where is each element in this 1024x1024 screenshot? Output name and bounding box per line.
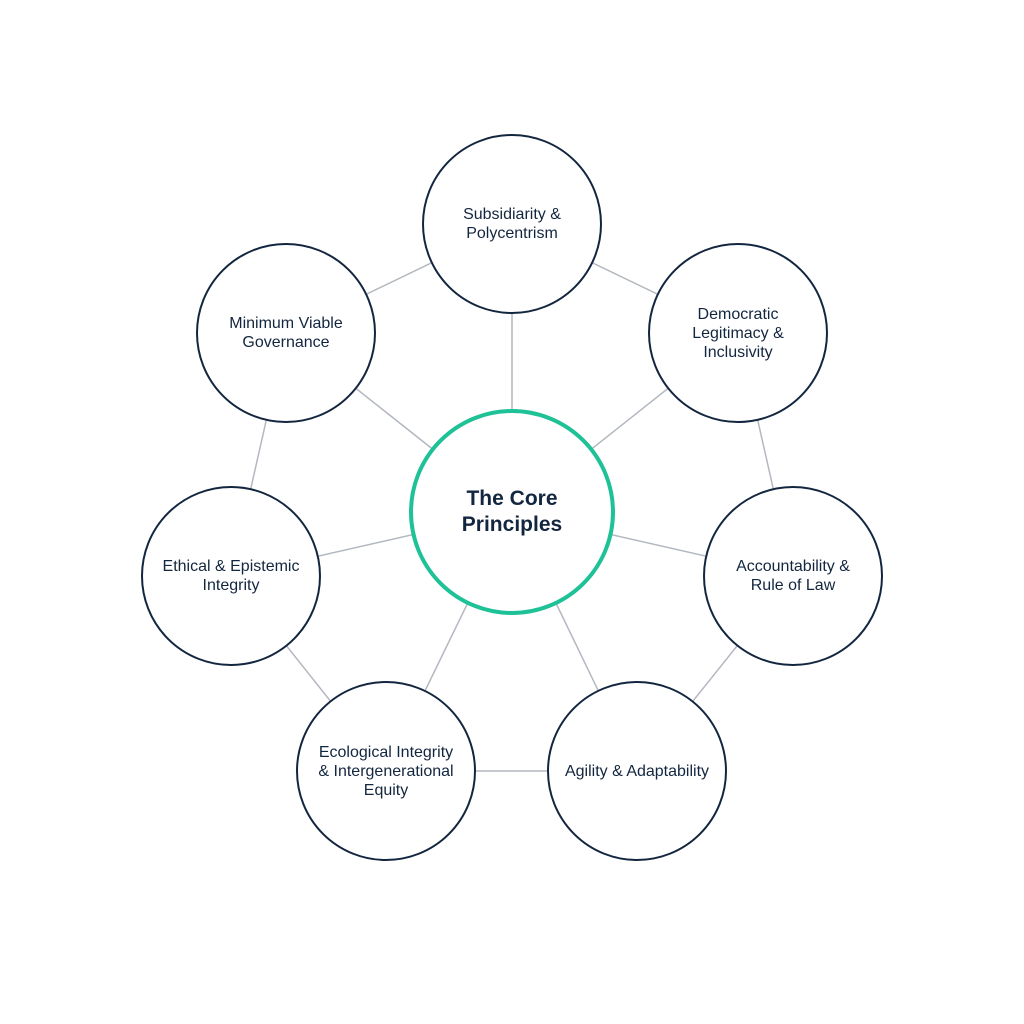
principle-minimum-viable-governance: Minimum Viable Governance xyxy=(196,243,376,423)
principle-ethical-integrity: Ethical & Epistemic Integrity xyxy=(141,486,321,666)
principle-label: Ethical & Epistemic Integrity xyxy=(162,558,300,594)
principle-accountability: Accountability & Rule of Law xyxy=(703,486,883,666)
principle-label: Minimum Viable Governance xyxy=(229,315,343,351)
principle-label: Accountability & Rule of Law xyxy=(736,558,850,594)
principle-label: Ecological Integrity & Intergenerational… xyxy=(318,743,454,799)
center-label: The Core Principles xyxy=(461,487,563,536)
principle-label: Subsidiarity & Polycentrism xyxy=(463,206,561,242)
principle-democratic-legitimacy: Democratic Legitimacy & Inclusivity xyxy=(648,243,828,423)
center-node: The Core Principles xyxy=(409,409,615,615)
principle-subsidiarity: Subsidiarity & Polycentrism xyxy=(422,134,602,314)
principle-label: Agility & Adaptability xyxy=(564,762,710,780)
principle-label: Democratic Legitimacy & Inclusivity xyxy=(692,305,784,361)
principle-agility: Agility & Adaptability xyxy=(547,681,727,861)
principle-ecological-integrity: Ecological Integrity & Intergenerational… xyxy=(296,681,476,861)
